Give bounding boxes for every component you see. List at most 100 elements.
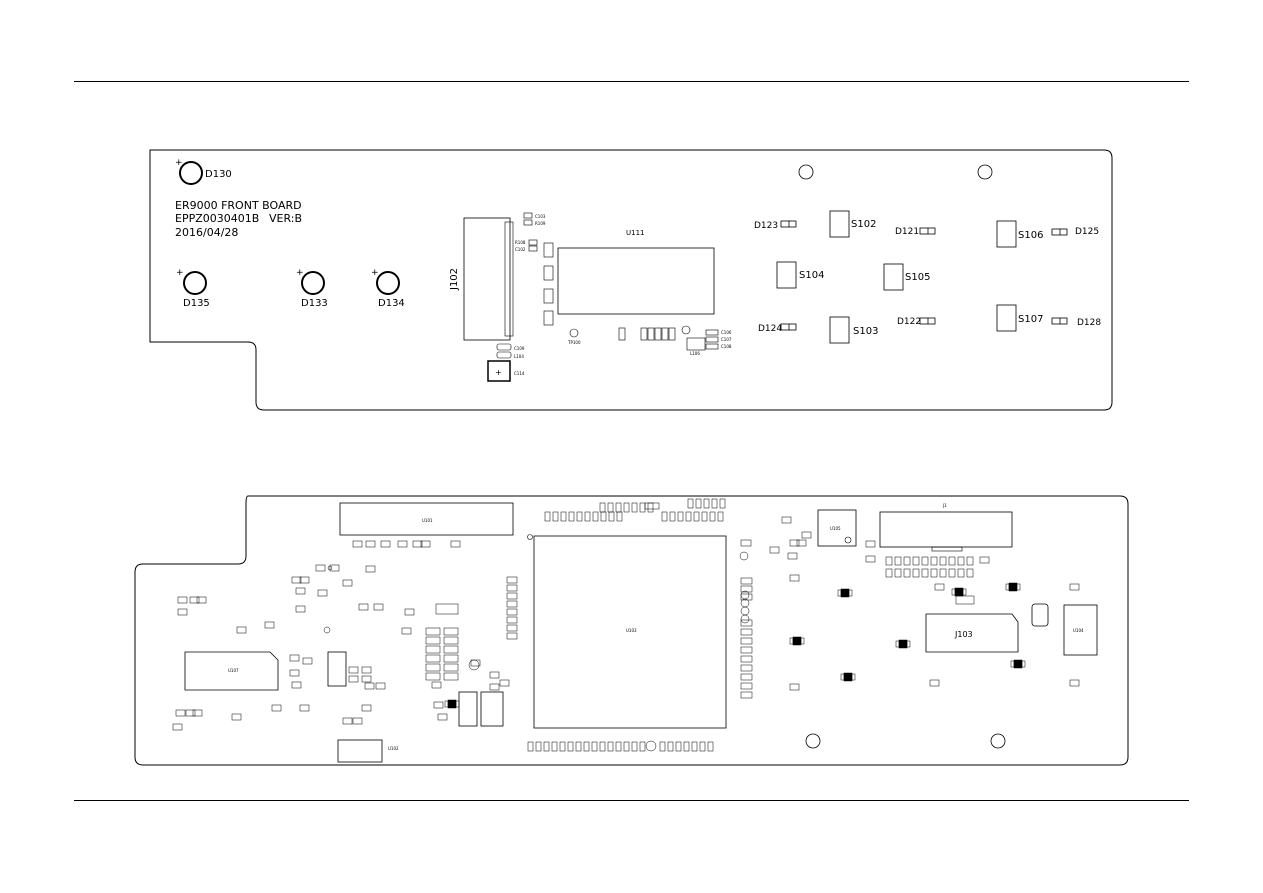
smd-pad — [894, 568, 902, 578]
ic-label: U111 — [626, 229, 644, 237]
smd-pad — [685, 511, 692, 522]
svg-text:C106: C106 — [721, 330, 732, 335]
smd-pad — [552, 511, 559, 522]
side-parts-u111 — [543, 242, 554, 326]
led-label: D130 — [205, 169, 232, 180]
smd-pad — [948, 568, 956, 578]
smd-pad — [506, 624, 518, 632]
chip-u101: U101 — [339, 502, 514, 536]
smd-pad — [719, 498, 726, 509]
smd-pad — [951, 588, 956, 596]
smd-pad — [559, 741, 566, 752]
test-point — [323, 626, 331, 634]
led-label: D133 — [301, 298, 328, 309]
smd-pad — [851, 673, 856, 681]
footer-rule — [74, 800, 1189, 801]
smd-pad — [443, 663, 459, 672]
smd-pad — [236, 626, 247, 634]
smd-pad — [543, 741, 550, 752]
smd-pad — [639, 502, 646, 513]
smd-pad — [592, 511, 599, 522]
smd-pad — [930, 568, 938, 578]
smd-pad — [740, 585, 753, 593]
connector-j102: J102 — [449, 217, 514, 341]
smd-pad — [840, 673, 845, 681]
led-d133: + D133 — [296, 268, 328, 309]
svg-text:+: + — [296, 268, 304, 278]
smd-pad — [591, 741, 598, 752]
smd-pad — [425, 645, 441, 654]
smd-pad — [789, 574, 800, 582]
smd-pad — [535, 741, 542, 752]
led-d130: + D130 — [175, 158, 232, 185]
smd-pad — [299, 704, 310, 712]
smd-pad — [939, 568, 947, 578]
svg-text:C108: C108 — [721, 344, 732, 349]
smd-pad — [443, 627, 459, 636]
smd-pad — [740, 646, 753, 654]
smd-pad — [644, 502, 660, 510]
switch-label: S107 — [1018, 314, 1043, 325]
smd-pad — [800, 637, 805, 645]
smd-pad — [506, 608, 518, 616]
svg-text:+: + — [371, 268, 379, 278]
smd-pad — [740, 628, 753, 636]
smd-pad — [623, 741, 630, 752]
smd-pad — [615, 502, 622, 513]
smd-pad — [957, 568, 965, 578]
smd-pad — [948, 556, 956, 566]
mounting-hole — [798, 164, 814, 180]
switch-s107: S107 — [996, 304, 1043, 332]
smd-pad — [412, 540, 423, 548]
smd-pad — [707, 741, 714, 752]
diode-label: D122 — [897, 317, 921, 327]
connector-label: J102 — [449, 268, 460, 291]
svg-text:U103: U103 — [626, 628, 637, 633]
smd-pad — [527, 741, 534, 752]
smd-pad — [361, 666, 372, 674]
smd-pad — [397, 540, 408, 548]
smd-pad — [443, 636, 459, 645]
bottom-board-outline — [134, 495, 1129, 766]
smd-pad — [631, 502, 638, 513]
smd-pad — [599, 502, 606, 513]
smd-pad — [506, 576, 518, 584]
smd-pad — [192, 709, 203, 717]
switch-label: S104 — [799, 270, 824, 281]
smd-pad — [787, 552, 798, 560]
smd-pad — [437, 713, 448, 721]
smd-pad — [364, 682, 375, 690]
smd-pad — [425, 654, 441, 663]
smd-pad — [342, 579, 353, 587]
smd-pad — [740, 691, 753, 699]
smd-pad — [177, 608, 188, 616]
smd-pad — [717, 511, 724, 522]
smd-pad — [575, 741, 582, 752]
test-point — [740, 606, 750, 616]
smd-pad — [740, 664, 753, 672]
smd-pad — [420, 540, 431, 548]
smd-pad — [1069, 679, 1080, 687]
smd-pad — [608, 511, 615, 522]
mounting-hole — [805, 733, 821, 749]
smd-pad — [699, 741, 706, 752]
switch-label: S105 — [905, 272, 930, 283]
smd-pad — [583, 741, 590, 752]
test-point — [739, 551, 749, 561]
svg-text:L104: L104 — [514, 354, 524, 359]
smd-pad — [693, 511, 700, 522]
smd-pad — [544, 511, 551, 522]
switch-label: S102 — [851, 219, 876, 230]
board-title: ER9000 FRONT BOARD — [175, 199, 302, 212]
svg-text:C102: C102 — [515, 247, 526, 252]
mounting-hole — [977, 164, 993, 180]
smd-pad — [740, 637, 753, 645]
smd-pad — [599, 741, 606, 752]
switch-label: S103 — [853, 326, 878, 337]
smd-pad — [455, 700, 460, 708]
smd-pad — [295, 605, 306, 613]
svg-text:C107: C107 — [721, 337, 732, 342]
smd-pad — [929, 679, 940, 687]
switch-label: S106 — [1018, 230, 1043, 241]
smd-pad — [631, 741, 638, 752]
